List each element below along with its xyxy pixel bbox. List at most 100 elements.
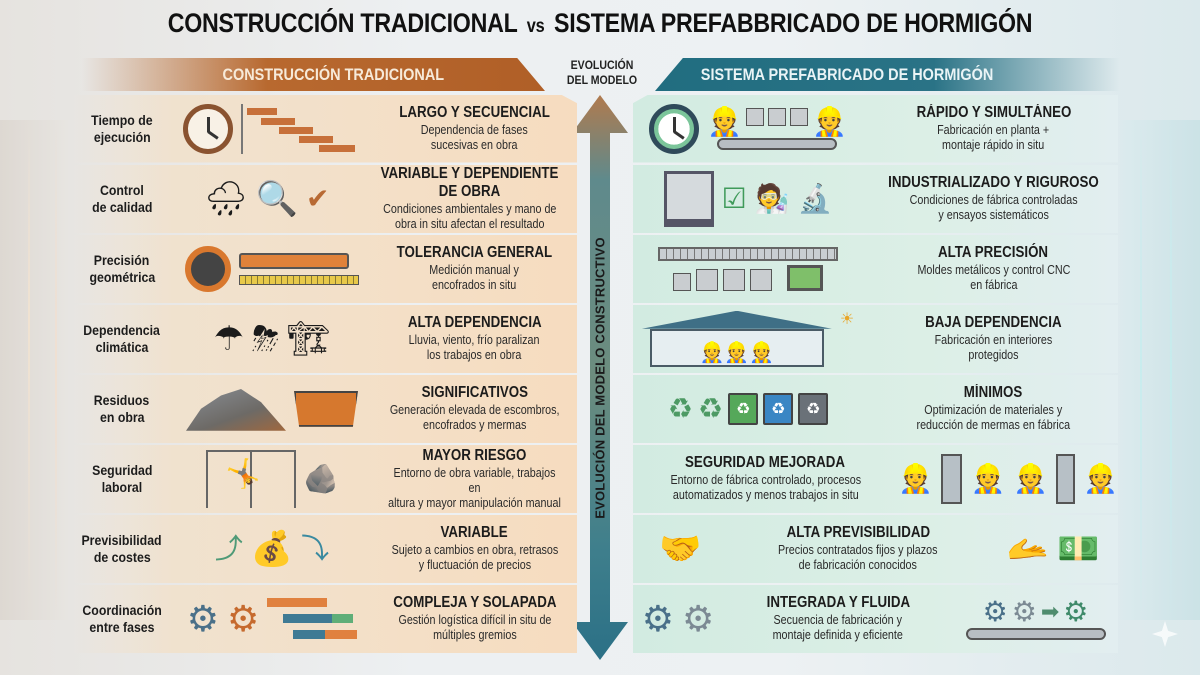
row-heading: RÁPIDO Y SIMULTÁNEO <box>916 104 1071 122</box>
row-heading: INTEGRADA Y FLUIDA <box>766 594 910 612</box>
arrow-label: EVOLUCIÓN DEL MODELO CONSTRUCTIVO <box>592 237 608 519</box>
cash-stack-icon: 💵 <box>1057 529 1100 568</box>
row-text: MÍNIMOS Optimización de materiales y red… <box>863 384 1118 433</box>
row-description: Dependencia de fases sucesivas en obra <box>421 123 528 153</box>
row-icons: 🫴 💵 <box>988 519 1118 579</box>
factory-workers-icon: 👷 <box>898 462 933 494</box>
gear-icon: ⚙ <box>982 595 1008 627</box>
row-heading: COMPLEJA Y SOLAPADA <box>392 594 557 612</box>
sun-icon: ☀ <box>839 310 855 328</box>
center-label-line2: DEL MODELO <box>566 73 638 87</box>
row-description: Condiciones de fábrica controladas y ens… <box>909 193 1078 223</box>
prefab-row-waste: ♻ ♻ ♻ ♻ ♻ MÍNIMOS Optimización de materi… <box>633 375 1118 443</box>
row-description: Fabricación en planta + montaje rápido i… <box>937 123 1050 153</box>
prefab-row-quality: ☑ 🧑‍🔬 🔬 INDUSTRIALIZADO Y RIGUROSO Condi… <box>633 165 1118 233</box>
gantt-chart-icon <box>241 103 361 154</box>
row-heading: MAYOR RIESGO <box>422 446 527 464</box>
background-decoration-left <box>0 120 70 620</box>
prefab-row-climate: 👷👷👷 ☀ BAJA DEPENDENCIA Fabricación en in… <box>633 305 1118 373</box>
skip-container-icon <box>294 390 358 427</box>
row-description: Sujeto a cambios en obra, retrasos y flu… <box>391 543 558 573</box>
title-right: SISTEMA PREFABBRICADO DE HORMIGÓN <box>554 8 1033 38</box>
block-icon <box>750 268 772 291</box>
scattered-arrows-icon: ⤴ <box>214 532 243 564</box>
recycle-icon: ♻ <box>698 392 724 424</box>
blue-bin-icon: ♻ <box>763 392 794 425</box>
factory-workers-icon: 👷 <box>1083 462 1118 494</box>
crane-icon: 🏗 <box>287 319 331 358</box>
falling-debris-icon: 🪨 <box>303 462 339 494</box>
double-arrow-icon <box>572 95 628 660</box>
grey-bin-icon: ♻ <box>798 392 829 425</box>
row-icons: 👷 👷 👷 👷 <box>898 449 1118 509</box>
handshake-contract-icon: 🤝 <box>659 529 702 568</box>
row-icons: ⚙⚙ <box>633 589 723 649</box>
hand-dollar-icon: 🫴 <box>1006 529 1049 568</box>
machine-icon <box>940 453 963 504</box>
row-text: VARIABLE Y DEPENDIENTE DE OBRA Condicion… <box>362 165 577 232</box>
prefab-row-costs: 🤝 ALTA PREVISIBILIDAD Precios contratado… <box>633 515 1118 583</box>
row-text: INDUSTRIALIZADO Y RIGUROSO Condiciones d… <box>863 174 1118 223</box>
row-text: ALTA PREVISIBILIDAD Precios contratados … <box>728 524 988 573</box>
row-icons <box>172 239 372 299</box>
row-heading: INDUSTRIALIZADO Y RIGUROSO <box>888 174 1099 192</box>
row-description: Optimización de materiales y reducción d… <box>916 403 1071 433</box>
magnifier-icon: 🔍 <box>255 179 299 218</box>
row-heading: TOLERANCIA GENERAL <box>396 244 553 262</box>
workers-icon: 👷👷👷 <box>649 328 824 367</box>
row-heading: ALTA PRECISIÓN <box>938 244 1049 262</box>
clock-icon <box>183 103 233 154</box>
stopwatch-icon <box>649 103 700 154</box>
row-icons: 🌧 🔍 ✔ <box>172 169 362 229</box>
row-text: SIGNIFICATIVOS Generación elevada de esc… <box>372 384 577 433</box>
row-text: SEGURIDAD MEJORADA Entorno de fábrica co… <box>633 454 898 503</box>
row-icons: ♻ ♻ ♻ ♻ ♻ <box>633 379 863 439</box>
prefab-header-banner: SISTEMA PREFABRICADO DE HORMIGÓN <box>655 58 1120 91</box>
page-title: CONSTRUCCIÓN TRADICIONAL vs SISTEMA PREF… <box>84 8 1116 39</box>
inspector-icon: 🧑‍🔬 <box>754 182 790 214</box>
spirit-level-icon <box>239 252 349 269</box>
row-heading: ALTA DEPENDENCIA <box>407 314 542 332</box>
row-icons <box>172 379 372 439</box>
umbrella-icon: ☂ <box>213 319 245 358</box>
conveyor-workers-icon: 👷👷 <box>707 105 847 150</box>
tape-measure-icon <box>185 245 231 292</box>
row-description: Entorno de fábrica controlado, procesos … <box>670 473 861 503</box>
row-heading: SIGNIFICATIVOS <box>421 384 528 402</box>
block-icon <box>696 268 718 291</box>
gears-icon: ⚙ <box>186 597 219 639</box>
row-description: Secuencia de fabricación y montaje defin… <box>772 613 904 643</box>
debris-pile-icon <box>186 388 286 431</box>
row-text: COMPLEJA Y SOLAPADA Gestión logística di… <box>372 594 577 643</box>
row-text: MAYOR RIESGO Entorno de obra variable, t… <box>372 447 577 511</box>
row-heading: ALTA PREVISIBILIDAD <box>786 524 930 542</box>
row-description: Fabricación en interiores protegidos <box>934 333 1053 363</box>
worker-icon: 👷 <box>707 105 742 137</box>
row-text: INTEGRADA Y FLUIDA Secuencia de fabricac… <box>723 594 953 643</box>
row-heading: MÍNIMOS <box>964 384 1023 402</box>
prefab-row-time: 👷👷 RÁPIDO Y SIMULTÁNEO Fabricación en pl… <box>633 95 1118 163</box>
scaffold-icon: 🤸 <box>205 449 296 508</box>
arrow-right-icon: ➡ <box>1040 598 1060 624</box>
row-icons: 👷👷👷 ☀ <box>633 309 863 369</box>
row-heading: LARGO Y SECUENCIAL <box>399 104 550 122</box>
row-text: LARGO Y SECUENCIAL Dependencia de fases … <box>372 104 577 153</box>
prefab-row-safety: SEGURIDAD MEJORADA Entorno de fábrica co… <box>633 445 1118 513</box>
storm-icon: ⛈ <box>252 319 280 358</box>
row-icons: ☂ ⛈ 🏗 <box>172 309 372 369</box>
row-icons: 🤝 <box>633 519 728 579</box>
prefab-column: 👷👷 RÁPIDO Y SIMULTÁNEO Fabricación en pl… <box>633 95 1118 655</box>
row-icons <box>172 99 372 159</box>
recycle-icon: ♻ <box>667 392 693 424</box>
row-description: Generación elevada de escombros, encofra… <box>389 403 560 433</box>
row-heading: SEGURIDAD MEJORADA <box>685 454 846 472</box>
row-text: VARIABLE Sujeto a cambios en obra, retra… <box>372 524 577 573</box>
block-icon <box>673 272 691 291</box>
